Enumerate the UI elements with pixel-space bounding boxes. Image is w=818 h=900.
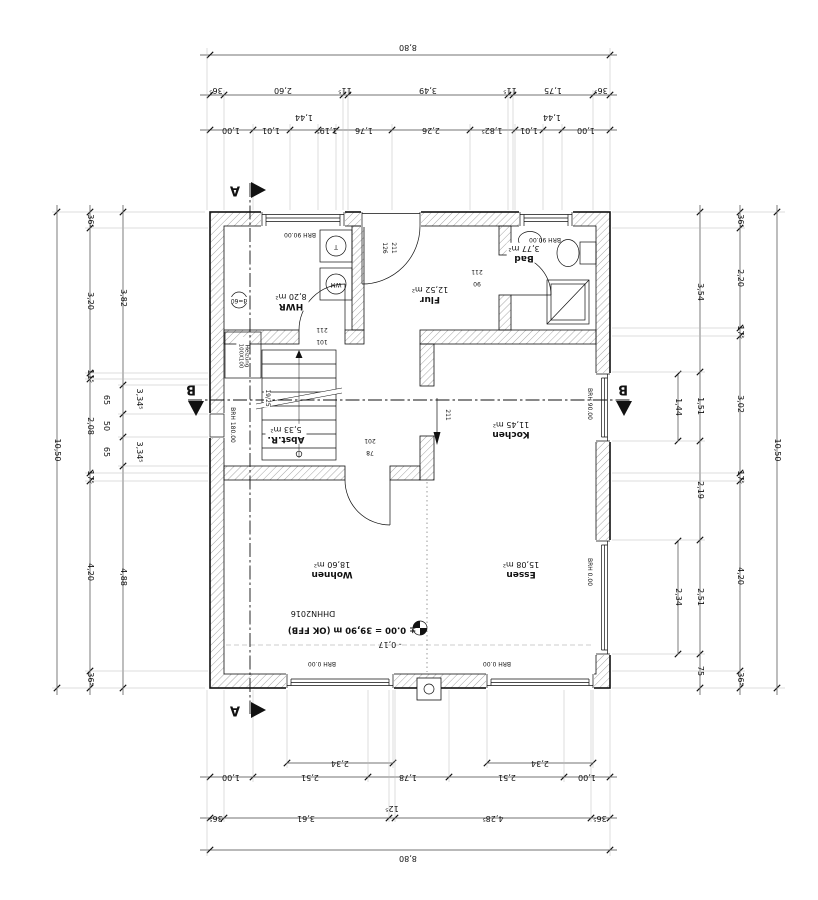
windows xyxy=(209,212,610,688)
section-lines xyxy=(188,182,632,718)
sink xyxy=(518,231,542,249)
passage-arrow xyxy=(433,398,441,445)
stair-direction-arrow xyxy=(295,350,303,358)
wall-niche xyxy=(209,413,225,438)
staircase xyxy=(255,349,343,461)
wc-tank xyxy=(579,241,597,265)
terrace-door xyxy=(486,674,594,688)
level-marker xyxy=(412,620,428,636)
stair-walkline-start xyxy=(295,450,303,458)
helper-lines xyxy=(226,482,594,672)
entry-door-swing xyxy=(361,225,421,285)
walls xyxy=(209,211,611,689)
washing-machine-symbol xyxy=(319,267,353,301)
hwr-door-swing xyxy=(298,283,346,331)
bad-door-swing xyxy=(510,254,552,296)
wc-bowl xyxy=(556,239,580,267)
section-marker-a-bottom xyxy=(251,702,266,718)
section-marker-b-left xyxy=(188,401,204,416)
wall-openings xyxy=(208,210,612,690)
section-marker-b-right xyxy=(616,401,632,416)
heating-unit xyxy=(224,331,262,379)
window-hwr xyxy=(261,212,345,226)
window-bad xyxy=(519,212,573,226)
dimension-lines xyxy=(52,48,785,856)
window-essen xyxy=(596,540,610,655)
fixtures xyxy=(224,229,597,701)
window-kochen xyxy=(596,373,610,442)
dryer-symbol xyxy=(319,229,353,263)
shower xyxy=(546,279,590,325)
wohnen-door-swing xyxy=(344,479,391,526)
section-marker-a-top xyxy=(251,182,266,198)
entrance-step xyxy=(416,677,442,701)
entry-door-opening xyxy=(361,212,421,226)
duct-circle xyxy=(230,291,248,309)
window-wohnen xyxy=(286,674,394,688)
